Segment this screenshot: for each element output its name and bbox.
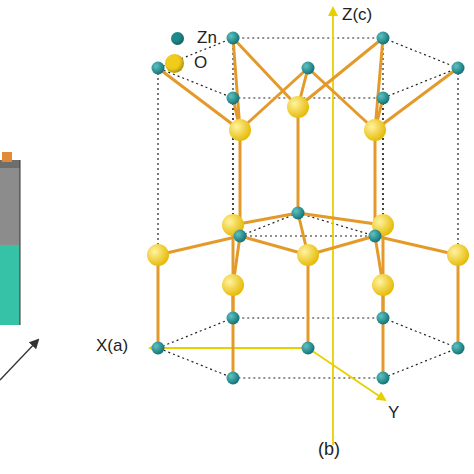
axis-label: (b) — [318, 440, 340, 460]
axis-label: Z(c) — [342, 6, 372, 25]
axes — [150, 8, 385, 445]
legend-text: Zn — [197, 28, 217, 48]
legend-entry: Zn — [168, 28, 217, 48]
axis-label: Y — [388, 404, 399, 423]
legend-text: O — [194, 53, 207, 73]
axis-label: X(a) — [96, 337, 128, 356]
panel-a-fragment — [0, 152, 38, 380]
unit-cell-outline — [158, 38, 458, 378]
legend-swatch — [171, 32, 184, 45]
zinc-atoms — [152, 32, 465, 385]
bonds — [158, 38, 458, 378]
oxygen-atoms — [147, 96, 469, 296]
legend-entry: O — [165, 53, 207, 73]
legend-swatch — [165, 54, 184, 73]
